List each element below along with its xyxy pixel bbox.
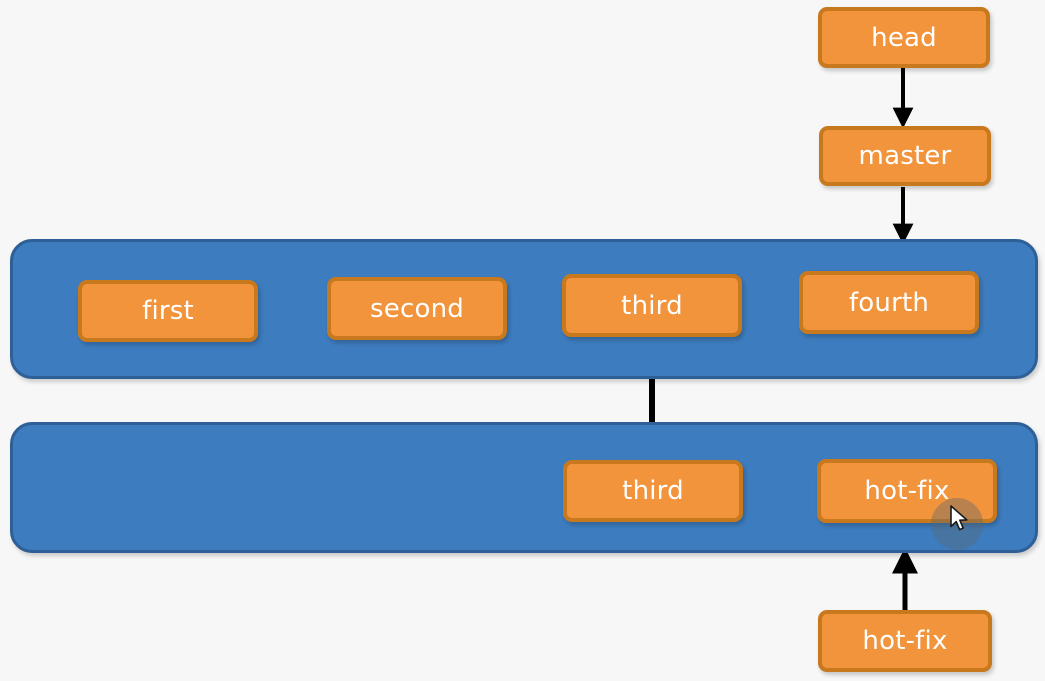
node-master[interactable]: master [819, 126, 991, 186]
node-commit-second[interactable]: second [327, 277, 507, 340]
node-commit-third-master[interactable]: third [562, 274, 742, 337]
node-commit-first[interactable]: first [78, 280, 258, 342]
node-commit-third-hotfix[interactable]: third [563, 460, 743, 522]
node-commit-fourth[interactable]: fourth [799, 271, 979, 334]
click-ripple-indicator [931, 498, 983, 550]
node-head[interactable]: head [818, 7, 990, 68]
node-hotfix-ref[interactable]: hot-fix [818, 610, 992, 672]
